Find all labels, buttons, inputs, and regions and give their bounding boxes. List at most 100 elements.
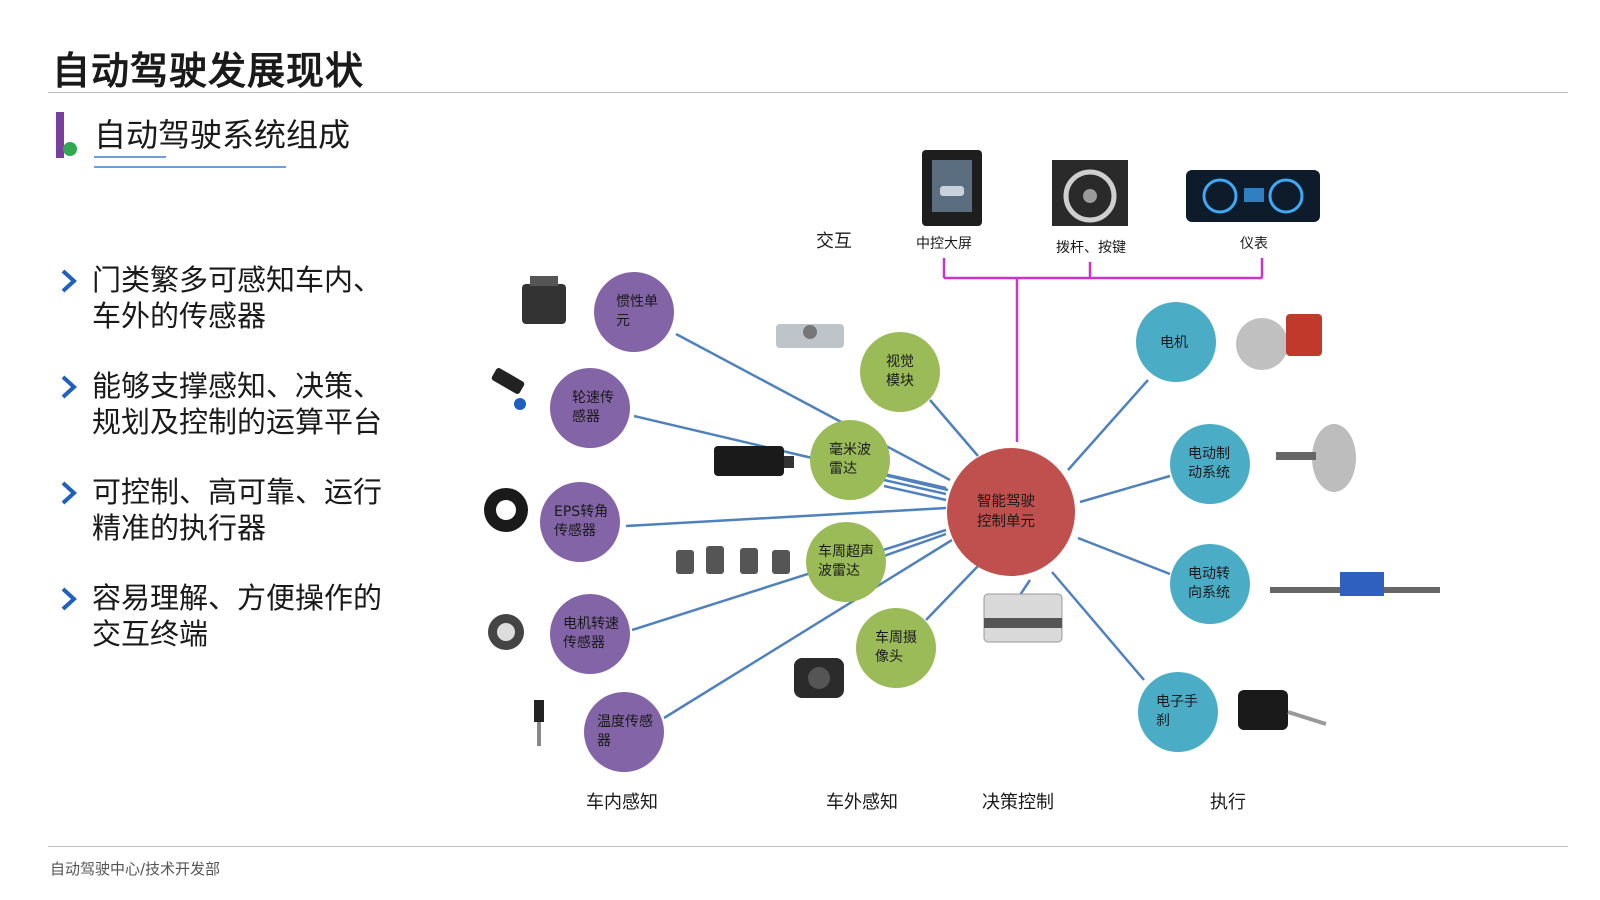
link-eps [625,506,947,528]
node-label: 向系统 [1188,585,1230,601]
node-label: 电机 [1160,335,1188,351]
node-label: 电动制 [1188,446,1230,462]
node-electric-steering: 电动转 向系统 [1170,544,1250,624]
node-vision: 视觉 模块 [860,332,940,412]
link-temperature [663,538,953,720]
node-motor-speed: 电机转速 传感器 [550,594,630,674]
eps-sensor-image [484,488,528,532]
link-radar-a [883,472,947,490]
node-mmwave-radar: 毫米波 雷达 [810,420,890,500]
node-label: 感器 [572,408,600,425]
node-label: 车周超声 [818,543,874,560]
node-ultrasonic-radar: 车周超声 波雷达 [806,522,886,602]
epb-image [1238,690,1327,730]
link-motor-speed [631,528,947,632]
motor-image [1236,314,1322,370]
node-label: 温度传感 [597,713,653,730]
node-label: 电子手 [1156,694,1198,710]
node-label: 器 [597,733,611,749]
center-display-image [922,150,982,226]
node-label: 惯性单 [616,293,658,310]
node-electronic-handbrake: 电子手 刹 [1138,672,1218,752]
bullet-line: 门类繁多可感知车内、 [92,263,383,297]
node-label: 毫米波 [829,441,871,458]
subtitle-underline-short [94,156,166,158]
steering-wheel-image [1052,160,1128,226]
node-label: 控制单元 [977,513,1035,530]
link-camera [925,565,979,621]
wheel-speed-sensor-image [491,368,526,410]
instrument-cluster-image [1186,170,1320,222]
subtitle-underline-long [94,166,286,168]
center-display-label: 中控大屏 [916,236,972,252]
section-subtitle: 自动驾驶系统组成 [94,116,351,154]
node-label: 智能驾驶 [977,493,1035,510]
node-label: 车周摄 [875,629,917,646]
node-electric-brake: 电动制 动系统 [1170,424,1250,504]
node-inertial-unit: 惯性单 元 [594,272,674,352]
link-brake [1079,474,1171,504]
node-label: 元 [616,313,630,329]
bullet-line: 容易理解、方便操作的 [92,581,383,615]
bullet-list: 门类繁多可感知车内、 车外的传感器 能够支撑感知、决策、 规划及控制的运算平台 … [58,262,418,686]
link-steering [1077,536,1171,576]
category-decision-control: 决策控制 [982,792,1054,813]
link-radar-b [883,478,947,496]
link-vision [929,399,979,457]
category-exterior-perception: 车外感知 [826,792,898,813]
bullet-item: 能够支撑感知、决策、 规划及控制的运算平台 [58,368,418,440]
camera-module-image [776,324,844,348]
node-label: 轮速传 [572,390,614,406]
steering-rack-image [1270,572,1440,596]
node-label: 像头 [875,649,903,665]
node-label: 视觉 [886,354,914,370]
imu-image [522,276,566,324]
node-label: 传感器 [554,522,596,539]
node-label: 刹 [1156,713,1170,729]
radar-image [714,446,794,476]
node-control-unit: 智能驾驶 控制单元 [947,448,1075,576]
bullet-line: 车外的传感器 [92,299,267,333]
section-marker-dot [63,142,77,156]
section-marker-bar [56,112,64,158]
bullet-item: 门类繁多可感知车内、 车外的传感器 [58,262,418,334]
bullet-item: 可控制、高可靠、运行 精准的执行器 [58,474,418,546]
ultrasonic-sensors-image [676,546,790,574]
motor-speed-sensor-image [488,614,524,650]
chevron-right-icon [61,269,77,293]
bullet-line: 能够支撑感知、决策、 [92,369,383,403]
link-motor [1067,379,1149,471]
node-label: 电机转速 [563,616,619,632]
node-label: 传感器 [563,634,605,651]
chevron-right-icon [61,587,77,611]
footer-text: 自动驾驶中心/技术开发部 [50,860,221,878]
node-eps-angle: EPS转角 传感器 [540,482,620,562]
interaction-label: 交互 [816,231,852,252]
chevron-right-icon [61,481,77,505]
bullet-item: 容易理解、方便操作的 交互终端 [58,580,418,652]
page-title: 自动驾驶发展现状 [52,49,365,93]
node-label: EPS转角 [554,504,608,520]
header-divider [48,92,1568,93]
interaction-connector [942,258,1264,442]
ecu-image [983,593,1063,643]
node-label: 模块 [886,373,914,389]
stalks-buttons-label: 拨杆、按键 [1056,240,1126,256]
bullet-line: 规划及控制的运算平台 [92,405,383,439]
node-surround-camera: 车周摄 像头 [856,608,936,688]
instrument-cluster-label: 仪表 [1240,236,1268,252]
temperature-sensor-image [534,700,544,746]
footer-divider [48,846,1568,847]
node-temperature: 温度传感 器 [584,692,664,772]
link-lines [625,332,1171,720]
brake-booster-image [1276,424,1356,492]
chevron-right-icon [61,375,77,399]
node-wheel-speed: 轮速传 感器 [550,368,630,448]
node-label: 电动转 [1188,566,1230,582]
link-epb [1051,571,1145,681]
node-label: 波雷达 [818,563,860,579]
bullet-line: 精准的执行器 [92,511,267,545]
category-execution: 执行 [1210,792,1246,813]
node-label: 雷达 [829,461,857,477]
